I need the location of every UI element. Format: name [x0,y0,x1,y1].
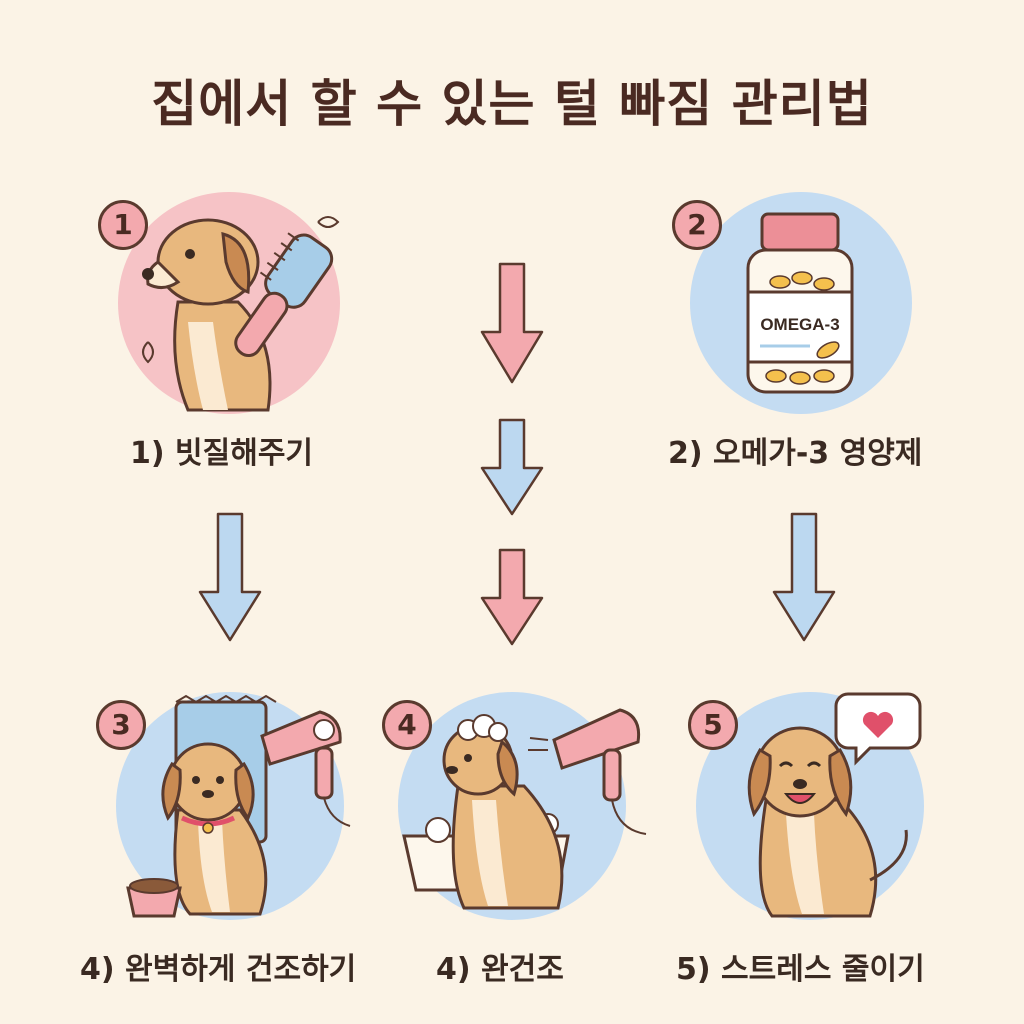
step-3-label: 4) 완벽하게 건조하기 [80,952,357,987]
step-2-badge: 2 [672,200,722,250]
step-5-label: 5) 스트레스 줄이기 [676,952,925,987]
step-2-label: 2) 오메가-3 영양제 [668,436,923,471]
happy-dog-illustration [747,692,922,918]
omega3-bottle-illustration: OMEGA-3 [746,212,854,394]
dog-bath-dryer-illustration [402,708,647,910]
bottle-label: OMEGA-3 [760,315,839,334]
step-1-badge: 1 [98,200,148,250]
step-4-badge: 4 [382,700,432,750]
arrow-right [772,512,836,642]
step-3-badge: 3 [96,700,146,750]
arrow-center-2 [480,418,544,516]
arrow-center-3 [480,548,544,646]
dog-food-dryer-illustration [126,694,351,918]
step-5-badge: 5 [688,700,738,750]
dog-brushing-illustration [142,216,340,412]
step-4-label: 4) 완건조 [436,952,564,987]
page-title: 집에서 할 수 있는 털 빠짐 관리법 [151,75,873,133]
arrow-left [198,512,262,642]
step-1-label: 1) 빗질해주기 [130,436,314,471]
arrow-center-1 [480,262,544,384]
